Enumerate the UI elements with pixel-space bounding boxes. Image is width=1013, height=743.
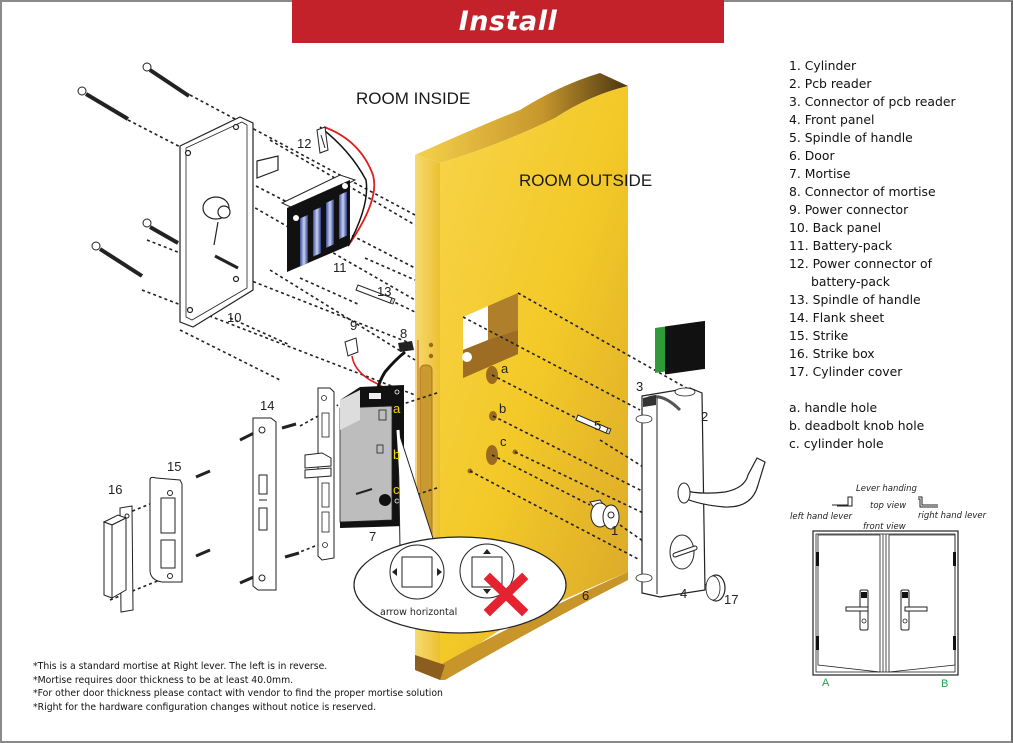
note-line: *Mortise requires door thickness to be a… xyxy=(33,674,294,686)
legend-spacer xyxy=(789,381,1009,399)
part-label-4: 4 xyxy=(680,586,687,601)
lever-handing-diagram: Lever handing top view left hand lever r… xyxy=(790,484,987,690)
part-label-13: 13 xyxy=(377,284,391,299)
hole-legend-item: b. deadbolt knob hole xyxy=(789,418,925,433)
legend-item: 1. Cylinder xyxy=(789,58,857,73)
parts-legend: 1. Cylinder 2. Pcb reader 3. Connector o… xyxy=(789,57,1009,453)
red-cross-icon xyxy=(483,572,529,617)
banner-title: Install xyxy=(458,6,558,37)
legend-item: 8. Connector of mortise xyxy=(789,184,936,199)
front-view-doors xyxy=(812,530,959,676)
part-label-11: 11 xyxy=(333,260,347,275)
legend-item: 12. Power connector of xyxy=(789,256,932,271)
part-label-10: 10 xyxy=(227,310,241,325)
door-b-label: B xyxy=(941,678,948,690)
hole-label-a: a xyxy=(501,361,509,376)
hole-label-c: c xyxy=(500,434,507,449)
part-label-6: 6 xyxy=(582,588,589,603)
cylinder-cover xyxy=(705,574,726,602)
screw xyxy=(91,241,144,278)
door-b xyxy=(885,534,956,673)
part-label-1: 1 xyxy=(611,523,618,538)
legend-item: 10. Back panel xyxy=(789,220,882,235)
legend-item: 9. Power connector xyxy=(789,202,909,217)
flank-sheet xyxy=(252,417,277,591)
part-label-15: 15 xyxy=(167,459,181,474)
part-label-9: 9 xyxy=(350,318,357,333)
legend-item-continuation: battery-pack xyxy=(811,274,890,289)
back-panel xyxy=(179,116,279,328)
screw xyxy=(142,62,191,98)
room-outside-label: ROOM OUTSIDE xyxy=(519,171,652,190)
note-line: *Right for the hardware configuration ch… xyxy=(33,701,377,713)
battery-pack xyxy=(280,126,376,272)
arrow-horizontal-label: arrow horizontal xyxy=(380,607,457,618)
part-label-14: 14 xyxy=(260,398,274,413)
legend-item: 7. Mortise xyxy=(789,166,851,181)
mortise-label-a: a xyxy=(393,401,401,416)
legend-item: 16. Strike box xyxy=(789,346,875,361)
spindle-of-handle-13 xyxy=(355,284,396,305)
mortise-label-b: b xyxy=(393,447,400,462)
legend-item: 2. Pcb reader xyxy=(789,76,872,91)
legend-item: 11. Battery-pack xyxy=(789,238,893,253)
long-screws xyxy=(77,62,191,278)
installation-notes: *This is a standard mortise at Right lev… xyxy=(33,660,443,714)
install-banner: Install xyxy=(292,0,724,43)
top-view-label: top view xyxy=(870,501,906,511)
hole-label-b: b xyxy=(499,401,506,416)
door-a-label: A xyxy=(822,677,830,689)
mortise-orientation-callout: arrow horizontal xyxy=(353,429,567,634)
door-a xyxy=(816,534,884,673)
part-label-16: 16 xyxy=(108,482,122,497)
short-screws xyxy=(195,422,300,585)
right-lever-top-icon xyxy=(918,496,938,506)
lever-handing-title: Lever handing xyxy=(856,484,918,494)
part-label-8: 8 xyxy=(400,326,407,341)
room-inside-label: ROOM INSIDE xyxy=(356,89,470,108)
right-hand-lever-label: right hand lever xyxy=(918,511,987,521)
legend-item: 3. Connector of pcb reader xyxy=(789,94,956,109)
left-hand-lever-label: left hand lever xyxy=(790,512,853,522)
screw xyxy=(77,86,130,121)
legend-item: 4. Front panel xyxy=(789,112,875,127)
legend-item: 15. Strike xyxy=(789,328,849,343)
left-lever-top-icon xyxy=(832,496,853,506)
part-label-7: 7 xyxy=(369,529,376,544)
door xyxy=(415,73,628,680)
front-panel xyxy=(635,320,766,598)
mortise-label-c: c xyxy=(393,482,400,497)
legend-item: 17. Cylinder cover xyxy=(789,364,903,379)
mortise-connector xyxy=(376,341,414,389)
screw xyxy=(142,218,179,245)
strike xyxy=(149,476,183,583)
hole-legend-item: c. cylinder hole xyxy=(789,436,884,451)
part-label-12: 12 xyxy=(297,136,311,151)
legend-item: 5. Spindle of handle xyxy=(789,130,913,145)
note-line: *For other door thickness please contact… xyxy=(33,688,443,700)
legend-item: 14. Flank sheet xyxy=(789,310,885,325)
legend-item: 6. Door xyxy=(789,148,835,163)
note-line: *This is a standard mortise at Right lev… xyxy=(33,661,328,672)
part-label-17: 17 xyxy=(724,592,738,607)
strike-box xyxy=(102,505,134,613)
spindle-of-handle-5 xyxy=(575,414,612,435)
part-label-2: 2 xyxy=(701,409,708,424)
mortise xyxy=(304,385,404,561)
correct-orientation-icon xyxy=(389,544,445,600)
front-view-label: front view xyxy=(863,522,906,532)
cylinder xyxy=(589,499,620,530)
hole-legend-item: a. handle hole xyxy=(789,400,878,415)
part-label-5: 5 xyxy=(594,418,601,433)
part-label-3: 3 xyxy=(636,379,643,394)
legend-item: 13. Spindle of handle xyxy=(789,292,921,307)
